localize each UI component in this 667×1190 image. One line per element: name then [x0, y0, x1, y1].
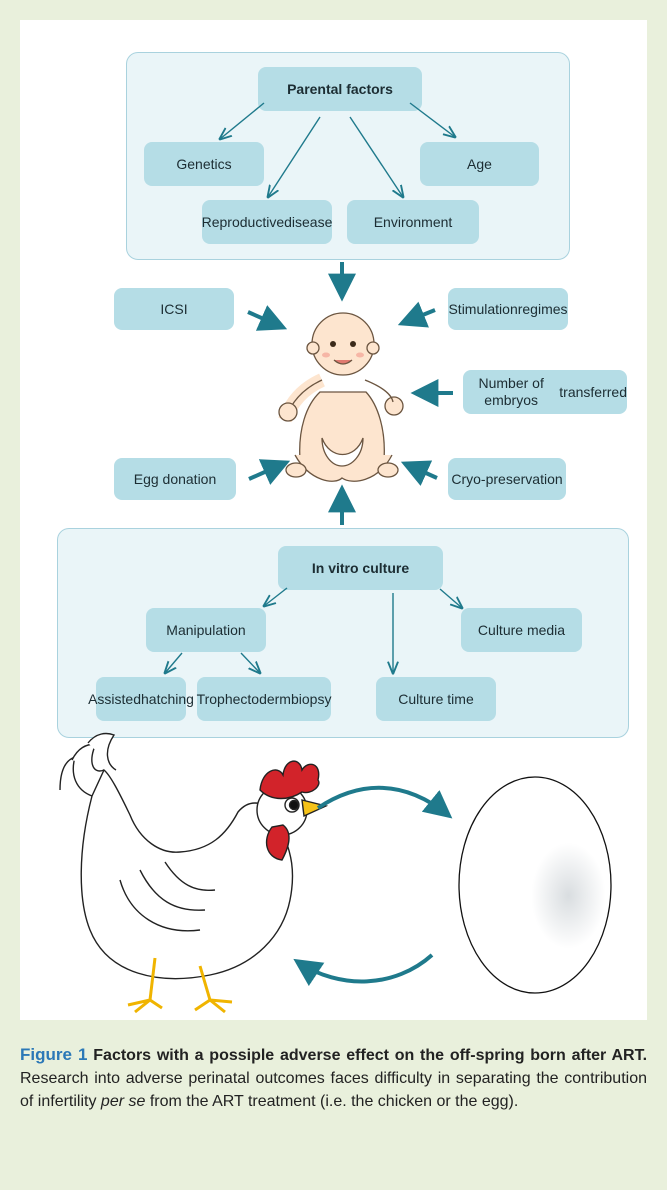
chicken-illustration — [60, 734, 326, 1012]
culture-arrows — [165, 588, 462, 673]
diagram-graphics — [0, 0, 667, 1040]
baby-illustration — [279, 313, 403, 481]
chicken-to-egg-arrow — [318, 788, 448, 815]
caption-body-italic: per se — [101, 1093, 145, 1110]
parental-arrows — [220, 103, 455, 197]
figure-caption: Figure 1 Factors with a possiple adverse… — [20, 1043, 647, 1113]
caption-heading: Factors with a possiple adverse effect o… — [93, 1047, 647, 1064]
egg-illustration — [459, 777, 611, 993]
egg-to-chicken-arrow — [298, 955, 432, 981]
figure-label: Figure 1 — [20, 1045, 87, 1064]
caption-body-end: from the ART treatment (i.e. the chicken… — [150, 1093, 518, 1110]
